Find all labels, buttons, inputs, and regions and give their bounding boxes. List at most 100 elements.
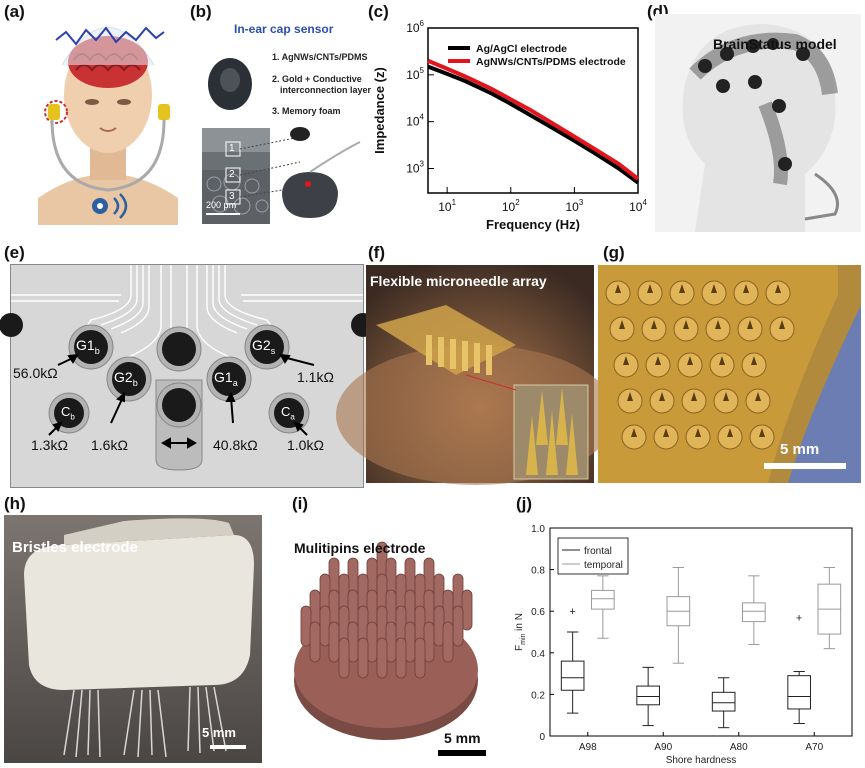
pin — [376, 637, 388, 679]
microneedle-tip — [747, 320, 753, 329]
label-b: (b) — [190, 2, 212, 21]
microneedle-tip — [775, 284, 781, 293]
panel-g: 5 mm — [598, 265, 861, 483]
marker-1: 1 — [229, 143, 235, 154]
pin — [347, 621, 359, 663]
microneedle-tip — [683, 320, 689, 329]
microneedle-tip — [691, 392, 697, 401]
x-tick-label-c: 102 — [502, 198, 520, 214]
x-tick-label-c: 101 — [438, 198, 456, 214]
resistance-4: 1.6kΩ — [91, 437, 128, 453]
brainstatus-head-image — [682, 24, 839, 232]
box-body — [560, 660, 585, 691]
y-axis-label-c: Impedance (z) — [372, 67, 387, 154]
pin — [328, 621, 340, 663]
scale-label-h: 5 mm — [202, 725, 236, 740]
x-tick-label-j: A70 — [805, 742, 823, 753]
microneedle-tip — [715, 320, 721, 329]
pin — [433, 605, 445, 647]
series-line-1 — [427, 64, 640, 185]
microneedle-tip — [615, 284, 621, 293]
marker-2: 2 — [229, 169, 235, 180]
pin — [414, 637, 426, 679]
resistance-5: 40.8kΩ — [213, 437, 258, 453]
electrode-g1a: G1a — [214, 369, 238, 388]
pin — [404, 621, 416, 663]
box-body — [636, 685, 660, 706]
outlier-marker: + — [796, 612, 802, 624]
label-g: (g) — [603, 243, 625, 262]
label-j: (j) — [516, 494, 533, 513]
label-f: (f) — [368, 243, 385, 262]
box-body — [711, 691, 736, 712]
scale-label-g: 5 mm — [780, 441, 820, 458]
bristles-electrode-image — [4, 515, 262, 763]
box-temporal-A90 — [666, 567, 691, 664]
pin — [366, 621, 378, 663]
panel-d-title: BrainStatus model — [713, 36, 837, 52]
pin — [385, 621, 397, 663]
electrode-ca: Ca — [281, 404, 295, 422]
scale-bar-i — [438, 750, 486, 756]
legend-label-2: AgNWs/CNTs/PDMS electrode — [476, 56, 626, 68]
pin — [442, 621, 454, 663]
panel-i-title: Mulitipins electrode — [294, 540, 426, 556]
panel-b-title: In-ear cap sensor — [234, 22, 334, 36]
microneedle-tip — [647, 284, 653, 293]
microneedle-tip — [727, 428, 733, 437]
label-h: (h) — [4, 494, 26, 513]
y-tick-label-j: 0.6 — [531, 607, 545, 618]
resistance-1: 56.0kΩ — [13, 365, 58, 381]
y-tick-label-c: 106 — [406, 19, 424, 35]
y-tick-label-j: 0.8 — [531, 566, 545, 577]
x-tick-label-c: 104 — [629, 198, 647, 214]
x-tick-label-j: A80 — [730, 742, 748, 753]
microneedle-tip — [723, 392, 729, 401]
microneedle-tip — [743, 284, 749, 293]
electrode-g2s: G2s — [252, 337, 276, 356]
y-tick-label-c: 105 — [406, 66, 424, 82]
panel-a-illustration — [28, 10, 188, 225]
plot-frame-c — [427, 27, 639, 194]
layer-1: 1. AgNWs/CNTs/PDMS — [272, 52, 368, 62]
pin — [423, 621, 435, 663]
box-temporal-A98 — [591, 575, 615, 639]
pin — [319, 605, 331, 647]
resistance-2: 1.1kΩ — [297, 369, 334, 385]
y-axis-label-j: Fmin in N — [514, 613, 527, 651]
microneedle-tip — [719, 356, 725, 365]
x-axis-label-j: Shore hardness — [666, 755, 737, 766]
microneedle-array-image — [336, 265, 616, 485]
pin — [461, 589, 473, 631]
box-frontal-A70: + — [787, 612, 811, 725]
y-tick-label-j: 0.4 — [531, 649, 545, 660]
microneedle-tip — [663, 428, 669, 437]
y-tick-label-j: 1.0 — [531, 524, 545, 535]
box-frontal-A90 — [636, 666, 660, 727]
box-temporal-A80 — [742, 575, 766, 645]
microneedle-tip — [751, 356, 757, 365]
legend-box-j — [557, 537, 629, 575]
microneedle-tip — [687, 356, 693, 365]
label-e: (e) — [4, 243, 25, 262]
y-tick-label-c: 104 — [406, 113, 424, 129]
marker-3: 3 — [229, 191, 235, 202]
panel-h-title: Bristles electrode — [12, 539, 138, 556]
pin — [300, 605, 312, 647]
microneedle-tip — [711, 284, 717, 293]
resistance-6: 1.0kΩ — [287, 437, 324, 453]
scale-label-i: 5 mm — [444, 730, 481, 746]
box-temporal-A70 — [817, 567, 842, 650]
scale-bar-b: 200 μm — [206, 200, 237, 210]
layer-2b: interconnection layer — [280, 85, 372, 95]
pin — [357, 637, 369, 679]
panel-b: In-ear cap sensor 1. AgNWs/CNTs/PDMS 2. … — [200, 22, 371, 232]
y-tick-label-c: 103 — [406, 160, 424, 176]
microneedle-tip — [755, 392, 761, 401]
label-i: (i) — [292, 494, 309, 513]
pin — [395, 637, 407, 679]
electrode-layout-diagram — [0, 265, 375, 471]
electrode-cb: Cb — [61, 404, 75, 422]
scale-bar-h — [210, 745, 246, 749]
microneedle-tip — [695, 428, 701, 437]
